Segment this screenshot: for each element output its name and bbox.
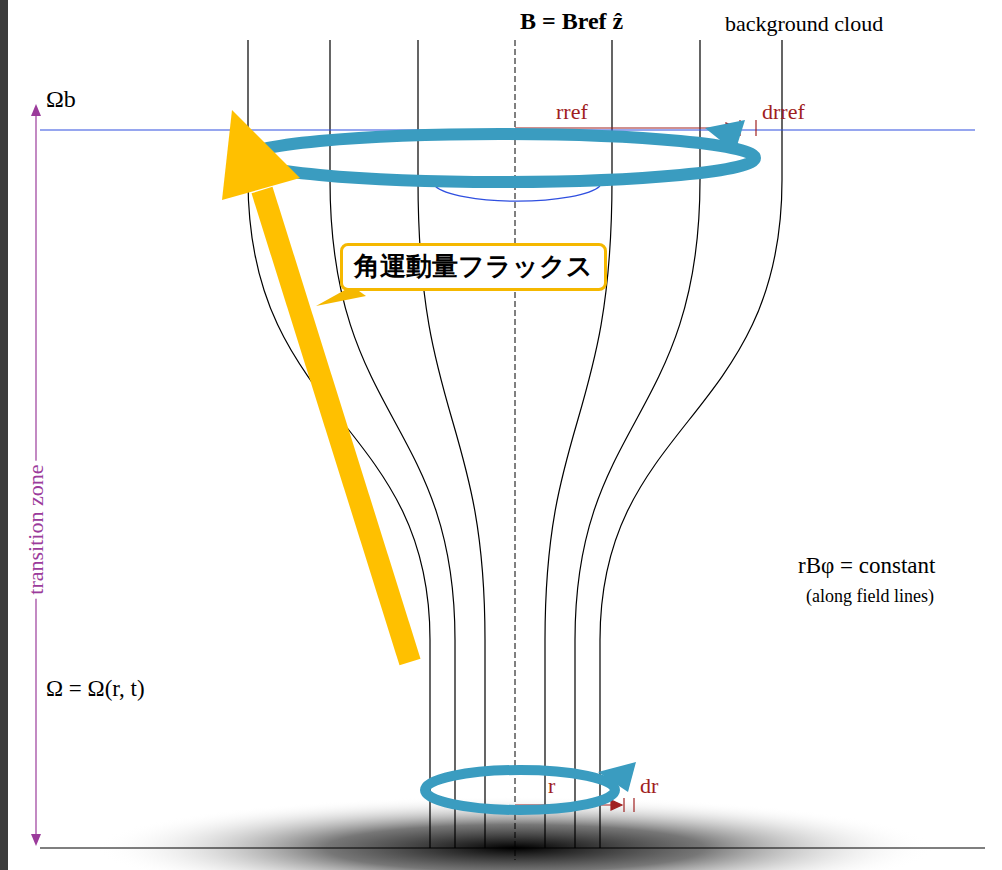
zone-arrowhead: [31, 834, 41, 846]
field-equation: B = Bref ẑ: [520, 8, 623, 36]
ground-line: [40, 847, 985, 848]
rotation-loop: [245, 134, 755, 182]
rotation-arrowhead: [705, 120, 745, 152]
zone-arrowhead: [31, 104, 41, 116]
callout-box: 角運動量フラックス: [340, 243, 607, 291]
equation-note: (along field lines): [806, 586, 934, 607]
radius-label: r: [548, 773, 555, 798]
field-lines: [248, 40, 782, 848]
radius-arrows: [515, 120, 756, 812]
flux-equation: rBφ = constant: [798, 553, 935, 579]
region-label: background cloud: [725, 11, 883, 36]
radius-increment-label: dr: [640, 773, 658, 798]
angular-velocity-label: Ωb: [46, 86, 76, 114]
small-loop: [435, 186, 600, 201]
radius-increment-label: drref: [762, 99, 805, 124]
radius-label: rref: [556, 99, 588, 124]
callout-text: 角運動量フラックス: [354, 251, 593, 282]
rotation-arrowhead: [598, 762, 636, 792]
rotation-loop: [425, 770, 615, 810]
flux-arrowhead: [222, 110, 300, 200]
axis: [515, 40, 516, 860]
angular-velocity-label: Ω = Ω(r, t): [46, 676, 145, 702]
frame-strip: [0, 0, 8, 870]
zone-label: transition zone: [23, 461, 48, 599]
